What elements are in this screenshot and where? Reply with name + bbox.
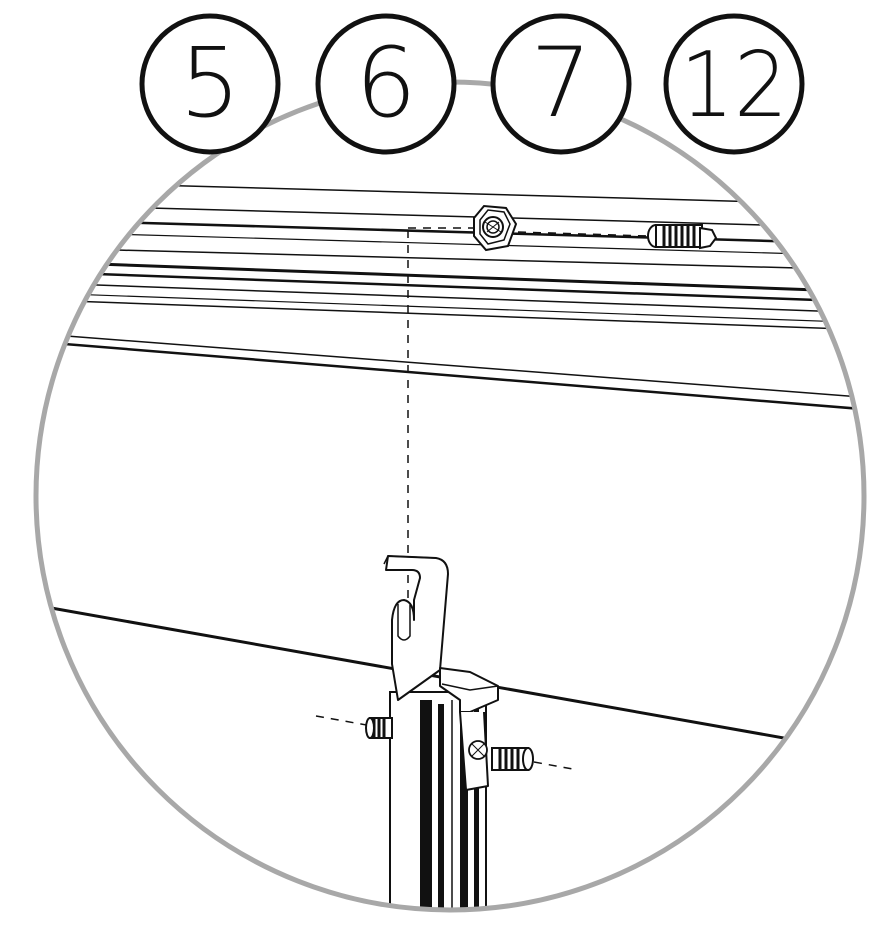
hex-nut-icon <box>473 204 518 252</box>
part-callout-7: 7 <box>490 13 632 155</box>
detail-view <box>38 181 864 910</box>
part-number-6: 6 <box>355 27 416 139</box>
part-number-5: 5 <box>179 27 240 139</box>
threaded-bolt-icon <box>647 224 718 250</box>
middle-rail <box>39 333 864 412</box>
side-bolt-icon <box>365 717 393 739</box>
part-callout-5: 5 <box>139 13 281 155</box>
hook-bracket-icon <box>383 555 499 791</box>
part-number-7: 7 <box>530 27 591 139</box>
part-callout-12: 12 <box>663 13 805 155</box>
alignment-lines <box>315 227 649 771</box>
part-number-12: 12 <box>680 33 788 138</box>
top-rail <box>38 181 864 331</box>
side-bolt-icon <box>491 747 534 771</box>
part-callout-6: 6 <box>315 13 457 155</box>
part-callouts: 5 6 7 12 <box>139 13 805 155</box>
